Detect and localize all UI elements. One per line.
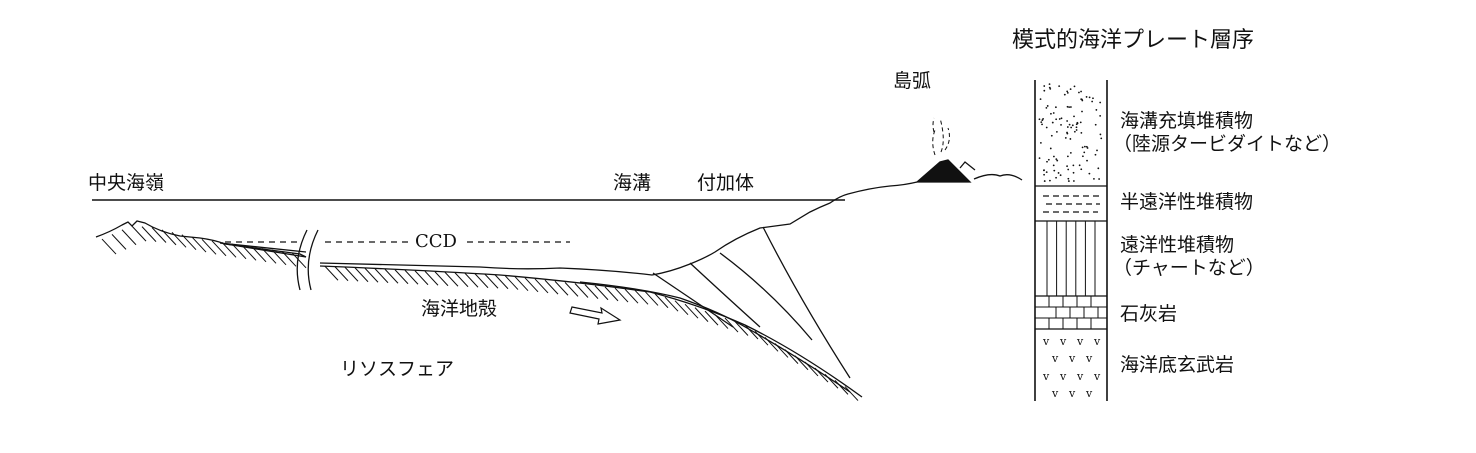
layer-label: 半遠洋性堆積物	[1120, 191, 1254, 213]
label-mid-ocean-ridge: 中央海嶺	[88, 172, 165, 194]
layer-label-sub: （陸源タービダイトなど）	[1113, 133, 1342, 155]
svg-text:v: v	[1042, 335, 1050, 348]
break-mark	[296, 229, 319, 291]
oceanic-crust-surface	[95, 220, 307, 258]
layer-label: 遠洋性堆積物	[1120, 234, 1235, 256]
svg-text:v: v	[1093, 370, 1101, 383]
layer-label: 石灰岩	[1120, 303, 1178, 325]
label-accretionary-prism: 付加体	[697, 172, 755, 194]
crust-hatching	[101, 225, 859, 401]
volcano	[915, 159, 972, 183]
crust-top	[319, 265, 863, 398]
svg-text:v: v	[1059, 370, 1067, 383]
thrust-fault	[762, 226, 851, 379]
label-oceanic-crust: 海洋地殻	[421, 298, 498, 320]
sediment-top	[319, 181, 918, 276]
svg-text:v: v	[1076, 370, 1084, 383]
svg-text:v: v	[1051, 352, 1059, 365]
svg-text:v: v	[1085, 387, 1093, 400]
island-coast	[959, 161, 1023, 181]
thrust-fault	[652, 272, 734, 328]
thrust-fault	[689, 262, 761, 328]
svg-text:v: v	[1076, 335, 1084, 348]
plate-motion-arrow	[569, 306, 622, 325]
layer-label: 海溝充填堆積物	[1120, 110, 1254, 132]
column-title: 模式的海洋プレート層序	[1012, 28, 1255, 53]
turbidite-pattern	[1038, 83, 1103, 182]
label-island-arc: 島弧	[893, 70, 932, 92]
svg-text:v: v	[1042, 370, 1050, 383]
svg-text:v: v	[1068, 387, 1076, 400]
limestone-pattern	[1035, 296, 1107, 329]
label-ccd: CCD	[414, 231, 458, 252]
svg-text:v: v	[1093, 335, 1101, 348]
svg-text:v: v	[1051, 387, 1059, 400]
hemipelagic-pattern	[1043, 195, 1100, 213]
svg-text:v: v	[1068, 352, 1076, 365]
volcanic-plume	[932, 117, 950, 156]
layer-label-sub: （チャートなど）	[1113, 257, 1265, 279]
label-trench: 海溝	[613, 172, 652, 194]
layer-label: 海洋底玄武岩	[1120, 354, 1235, 376]
label-lithosphere: リソスフェア	[340, 358, 455, 380]
chert-pattern	[1046, 221, 1096, 296]
thrust-fault	[719, 252, 813, 341]
svg-text:v: v	[1085, 352, 1093, 365]
svg-text:v: v	[1059, 335, 1067, 348]
